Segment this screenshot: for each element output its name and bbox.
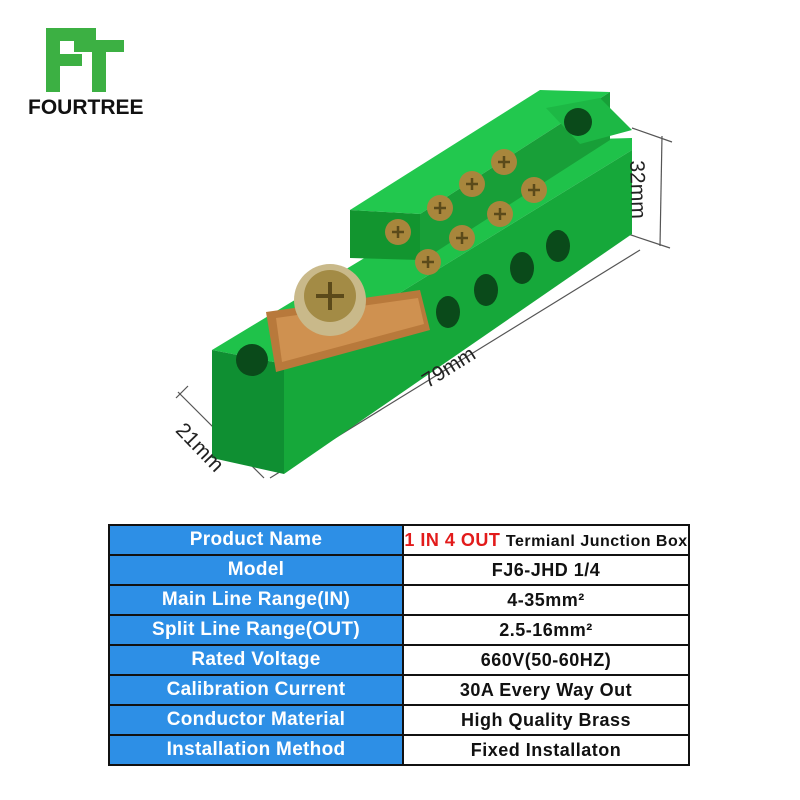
spec-value-highlight: 1 IN 4 OUT bbox=[404, 529, 501, 550]
spec-value: FJ6-JHD 1/4 bbox=[402, 554, 690, 586]
housing-end-face bbox=[212, 350, 284, 474]
spec-value: 2.5-16mm² bbox=[402, 614, 690, 646]
height-dimension-label: 32mm bbox=[625, 160, 651, 220]
spec-value: Fixed Installaton bbox=[402, 734, 690, 766]
spec-value: 30A Every Way Out bbox=[402, 674, 690, 706]
junction-box-illustration bbox=[175, 90, 673, 479]
fourtree-logo-icon bbox=[46, 28, 124, 92]
spec-key: Rated Voltage bbox=[108, 644, 404, 676]
spec-key: Model bbox=[108, 554, 404, 586]
table-row: Split Line Range(OUT) 2.5-16mm² bbox=[108, 614, 690, 646]
spec-table: Product Name 1 IN 4 OUT Termianl Junctio… bbox=[108, 524, 690, 766]
spec-value: 4-35mm² bbox=[402, 584, 690, 616]
spec-key: Main Line Range(IN) bbox=[108, 584, 404, 616]
spec-key: Calibration Current bbox=[108, 674, 404, 706]
spec-value: High Quality Brass bbox=[402, 704, 690, 736]
spec-key: Product Name bbox=[108, 524, 404, 556]
table-row: Calibration Current 30A Every Way Out bbox=[108, 674, 690, 706]
spec-value: 660V(50-60HZ) bbox=[402, 644, 690, 676]
table-row: Rated Voltage 660V(50-60HZ) bbox=[108, 644, 690, 676]
table-row: Installation Method Fixed Installaton bbox=[108, 734, 690, 766]
table-row: Conductor Material High Quality Brass bbox=[108, 704, 690, 736]
spec-key: Conductor Material bbox=[108, 704, 404, 736]
brand-name: FOURTREE bbox=[28, 96, 144, 119]
table-row: Main Line Range(IN) 4-35mm² bbox=[108, 584, 690, 616]
table-row: Product Name 1 IN 4 OUT Termianl Junctio… bbox=[108, 524, 690, 556]
brand-logo: FOURTREE bbox=[28, 28, 144, 128]
spec-value: 1 IN 4 OUT Termianl Junction Box bbox=[402, 524, 690, 556]
spec-value-text: Termianl Junction Box bbox=[505, 532, 688, 550]
spec-key: Installation Method bbox=[108, 734, 404, 766]
table-row: Model FJ6-JHD 1/4 bbox=[108, 554, 690, 586]
spec-key: Split Line Range(OUT) bbox=[108, 614, 404, 646]
